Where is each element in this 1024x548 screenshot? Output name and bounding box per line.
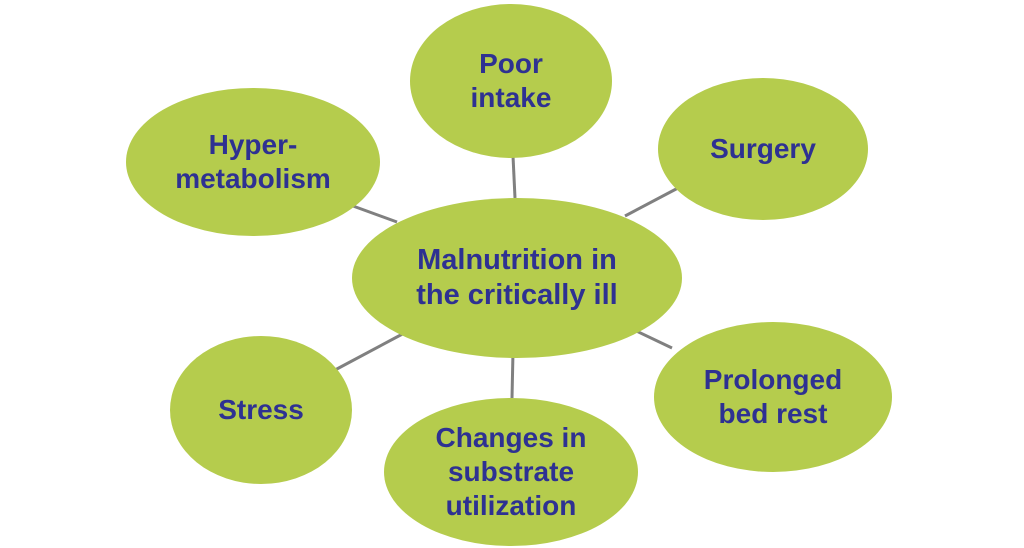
node-stress: Stress bbox=[170, 336, 352, 484]
connector-hypermetabolism bbox=[352, 204, 398, 224]
connector-stress bbox=[334, 328, 411, 372]
connector-surgery bbox=[624, 186, 679, 218]
node-surgery-label: Surgery bbox=[710, 132, 816, 164]
node-hypermetabolism-label: Hyper- metabolism bbox=[175, 128, 331, 194]
node-bed-rest-label: Prolonged bed rest bbox=[703, 363, 843, 429]
connector-substrate bbox=[510, 351, 515, 399]
node-poor-intake-label: Poor intake bbox=[470, 47, 552, 113]
node-surgery: Surgery bbox=[658, 78, 868, 220]
center-node: Malnutrition in the critically ill bbox=[352, 198, 682, 358]
node-stress-label: Stress bbox=[218, 393, 304, 425]
node-bed-rest: Prolonged bed rest bbox=[654, 322, 892, 472]
connector-poor-intake bbox=[511, 155, 517, 199]
node-substrate-utilization: Changes in substrate utilization bbox=[384, 398, 638, 546]
node-hypermetabolism: Hyper- metabolism bbox=[126, 88, 380, 236]
node-poor-intake: Poor intake bbox=[410, 4, 612, 158]
center-node-label: Malnutrition in the critically ill bbox=[416, 243, 618, 311]
node-substrate-utilization-label: Changes in substrate utilization bbox=[435, 421, 587, 522]
